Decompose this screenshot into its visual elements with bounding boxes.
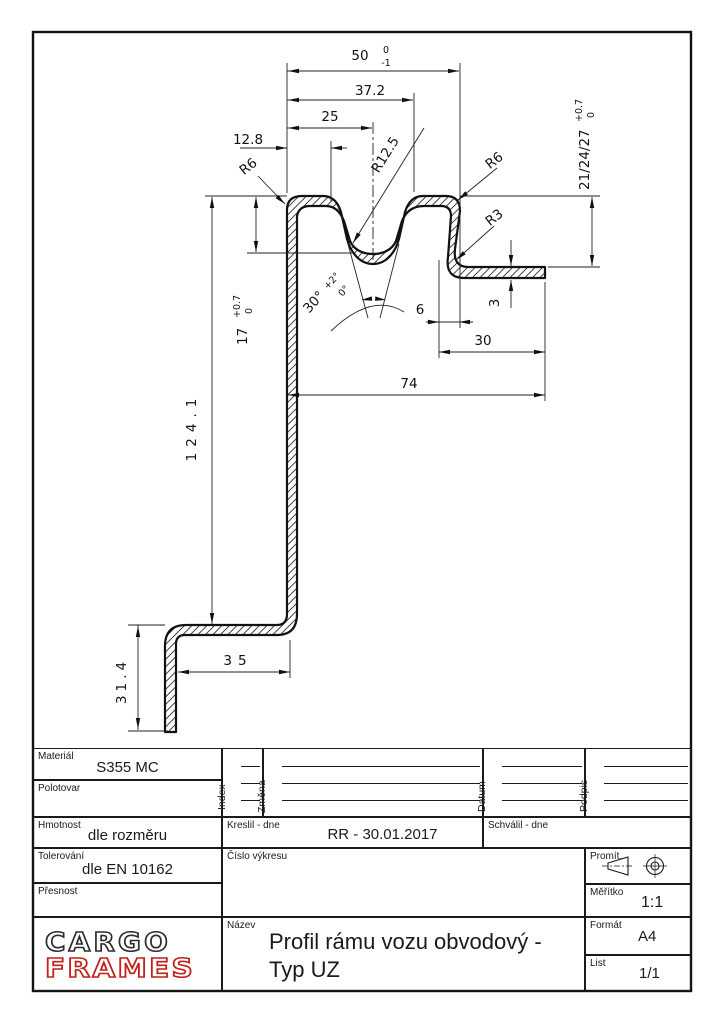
weight-label: Hmotnost [38,820,81,831]
cell-tolerance: Tolerování dle EN 10162 [33,848,222,883]
cell-scale: Měřítko 1:1 [585,884,691,917]
dimension-lines [128,63,600,732]
logo-word-frames: FRAMES [45,954,195,984]
weight-value: dle rozměru [87,827,168,844]
dim-radius-right: R6 [483,149,507,173]
name-label: Název [227,920,256,931]
projection-label: Promít. [590,851,623,862]
cell-projection: Promít. [585,848,691,884]
cargo-frames-logo: CARGO FRAMES [44,927,195,985]
cell-sheet: List 1/1 [585,955,691,991]
material-value: S355 MC [96,759,159,776]
dim-height-21-24-27-tol-bot: 0 [586,112,597,118]
format-label: Formát [590,920,622,931]
cell-drawn: Kreslil - dne RR - 30.01.2017 [222,817,483,848]
scale-label: Měřítko [590,887,624,898]
profile-outline [163,194,547,734]
drawn-label: Kreslil - dne [227,820,280,831]
dim-width-25: 25 [321,109,338,125]
dimension-arrows [135,68,595,729]
cell-name: Název Profil rámu vozu obvodový - Typ UZ [222,917,585,991]
cell-change [263,748,483,817]
index-label: Index [216,784,228,810]
date-label: Datum [476,781,488,812]
dim-depth-17-tol-top: +0.7 [232,295,243,318]
dim-height-124-1: 124.1 [184,393,200,462]
sheet-border [31,30,693,993]
cell-weight: Hmotnost dle rozměru [33,817,222,848]
cell-signature [585,748,691,817]
dim-width-50-tol-top: 0 [383,45,389,56]
drawn-value: RR - 30.01.2017 [327,826,438,843]
cell-approved: Schválil - dne [483,817,691,848]
scale-value: 1:1 [641,894,664,911]
cell-accuracy: Přesnost [33,883,222,917]
dim-width-12-8: 12.8 [233,132,263,148]
dim-height-21-24-27: 21/24/27 [577,129,593,190]
name-line2: Typ UZ [269,957,340,982]
cell-blank: Polotovar [33,780,222,817]
name-line1: Profil rámu vozu obvodový - [269,929,542,954]
tolerance-label: Tolerování [38,851,85,862]
dim-width-74: 74 [400,376,417,392]
cell-format: Formát A4 [585,917,691,955]
material-label: Materiál [38,751,74,762]
dim-height-31-4: 31.4 [114,658,130,704]
format-value: A4 [638,928,657,945]
logo-word-cargo: CARGO [45,928,171,958]
cell-drawing-number: Číslo výkresu [222,848,585,917]
dim-width-37-2: 37.2 [355,83,385,99]
sheet-value: 1/1 [639,965,660,982]
dim-height-21-24-27-tol-top: +0.7 [574,99,585,122]
dim-angle-30-tol-bot: 0° [336,284,351,299]
dim-width-50-tol-bot: -1 [381,58,390,69]
tolerance-value: dle EN 10162 [82,861,173,878]
dim-width-50: 50 [351,48,368,64]
dim-depth-17: 17 [235,328,251,345]
accuracy-label: Přesnost [38,886,78,897]
cell-logo: CARGO FRAMES [33,917,222,991]
dim-angle-30: 30° [300,288,328,316]
dim-width-35: 35 [223,653,252,669]
cell-material: Materiál S355 MC [33,748,222,780]
dim-radius-valley: R12.5 [368,134,402,176]
approved-label: Schválil - dne [488,820,549,831]
dim-depth-17-tol-bot: 0 [244,308,255,314]
dim-width-6: 6 [416,302,425,318]
signature-label: Podpis [578,779,590,812]
blank-label: Polotovar [38,783,81,794]
dim-thickness-3: 3 [487,299,503,308]
cell-date [483,748,585,817]
dim-radius-r3: R3 [483,206,507,230]
sheet-label: List [590,958,606,969]
cell-index [222,748,263,817]
first-angle-projection-icon [602,854,667,878]
dim-width-30: 30 [474,333,491,349]
drawing-number-label: Číslo výkresu [227,851,288,862]
dim-radius-left: R6 [237,155,261,179]
change-label: Změna [256,780,268,813]
